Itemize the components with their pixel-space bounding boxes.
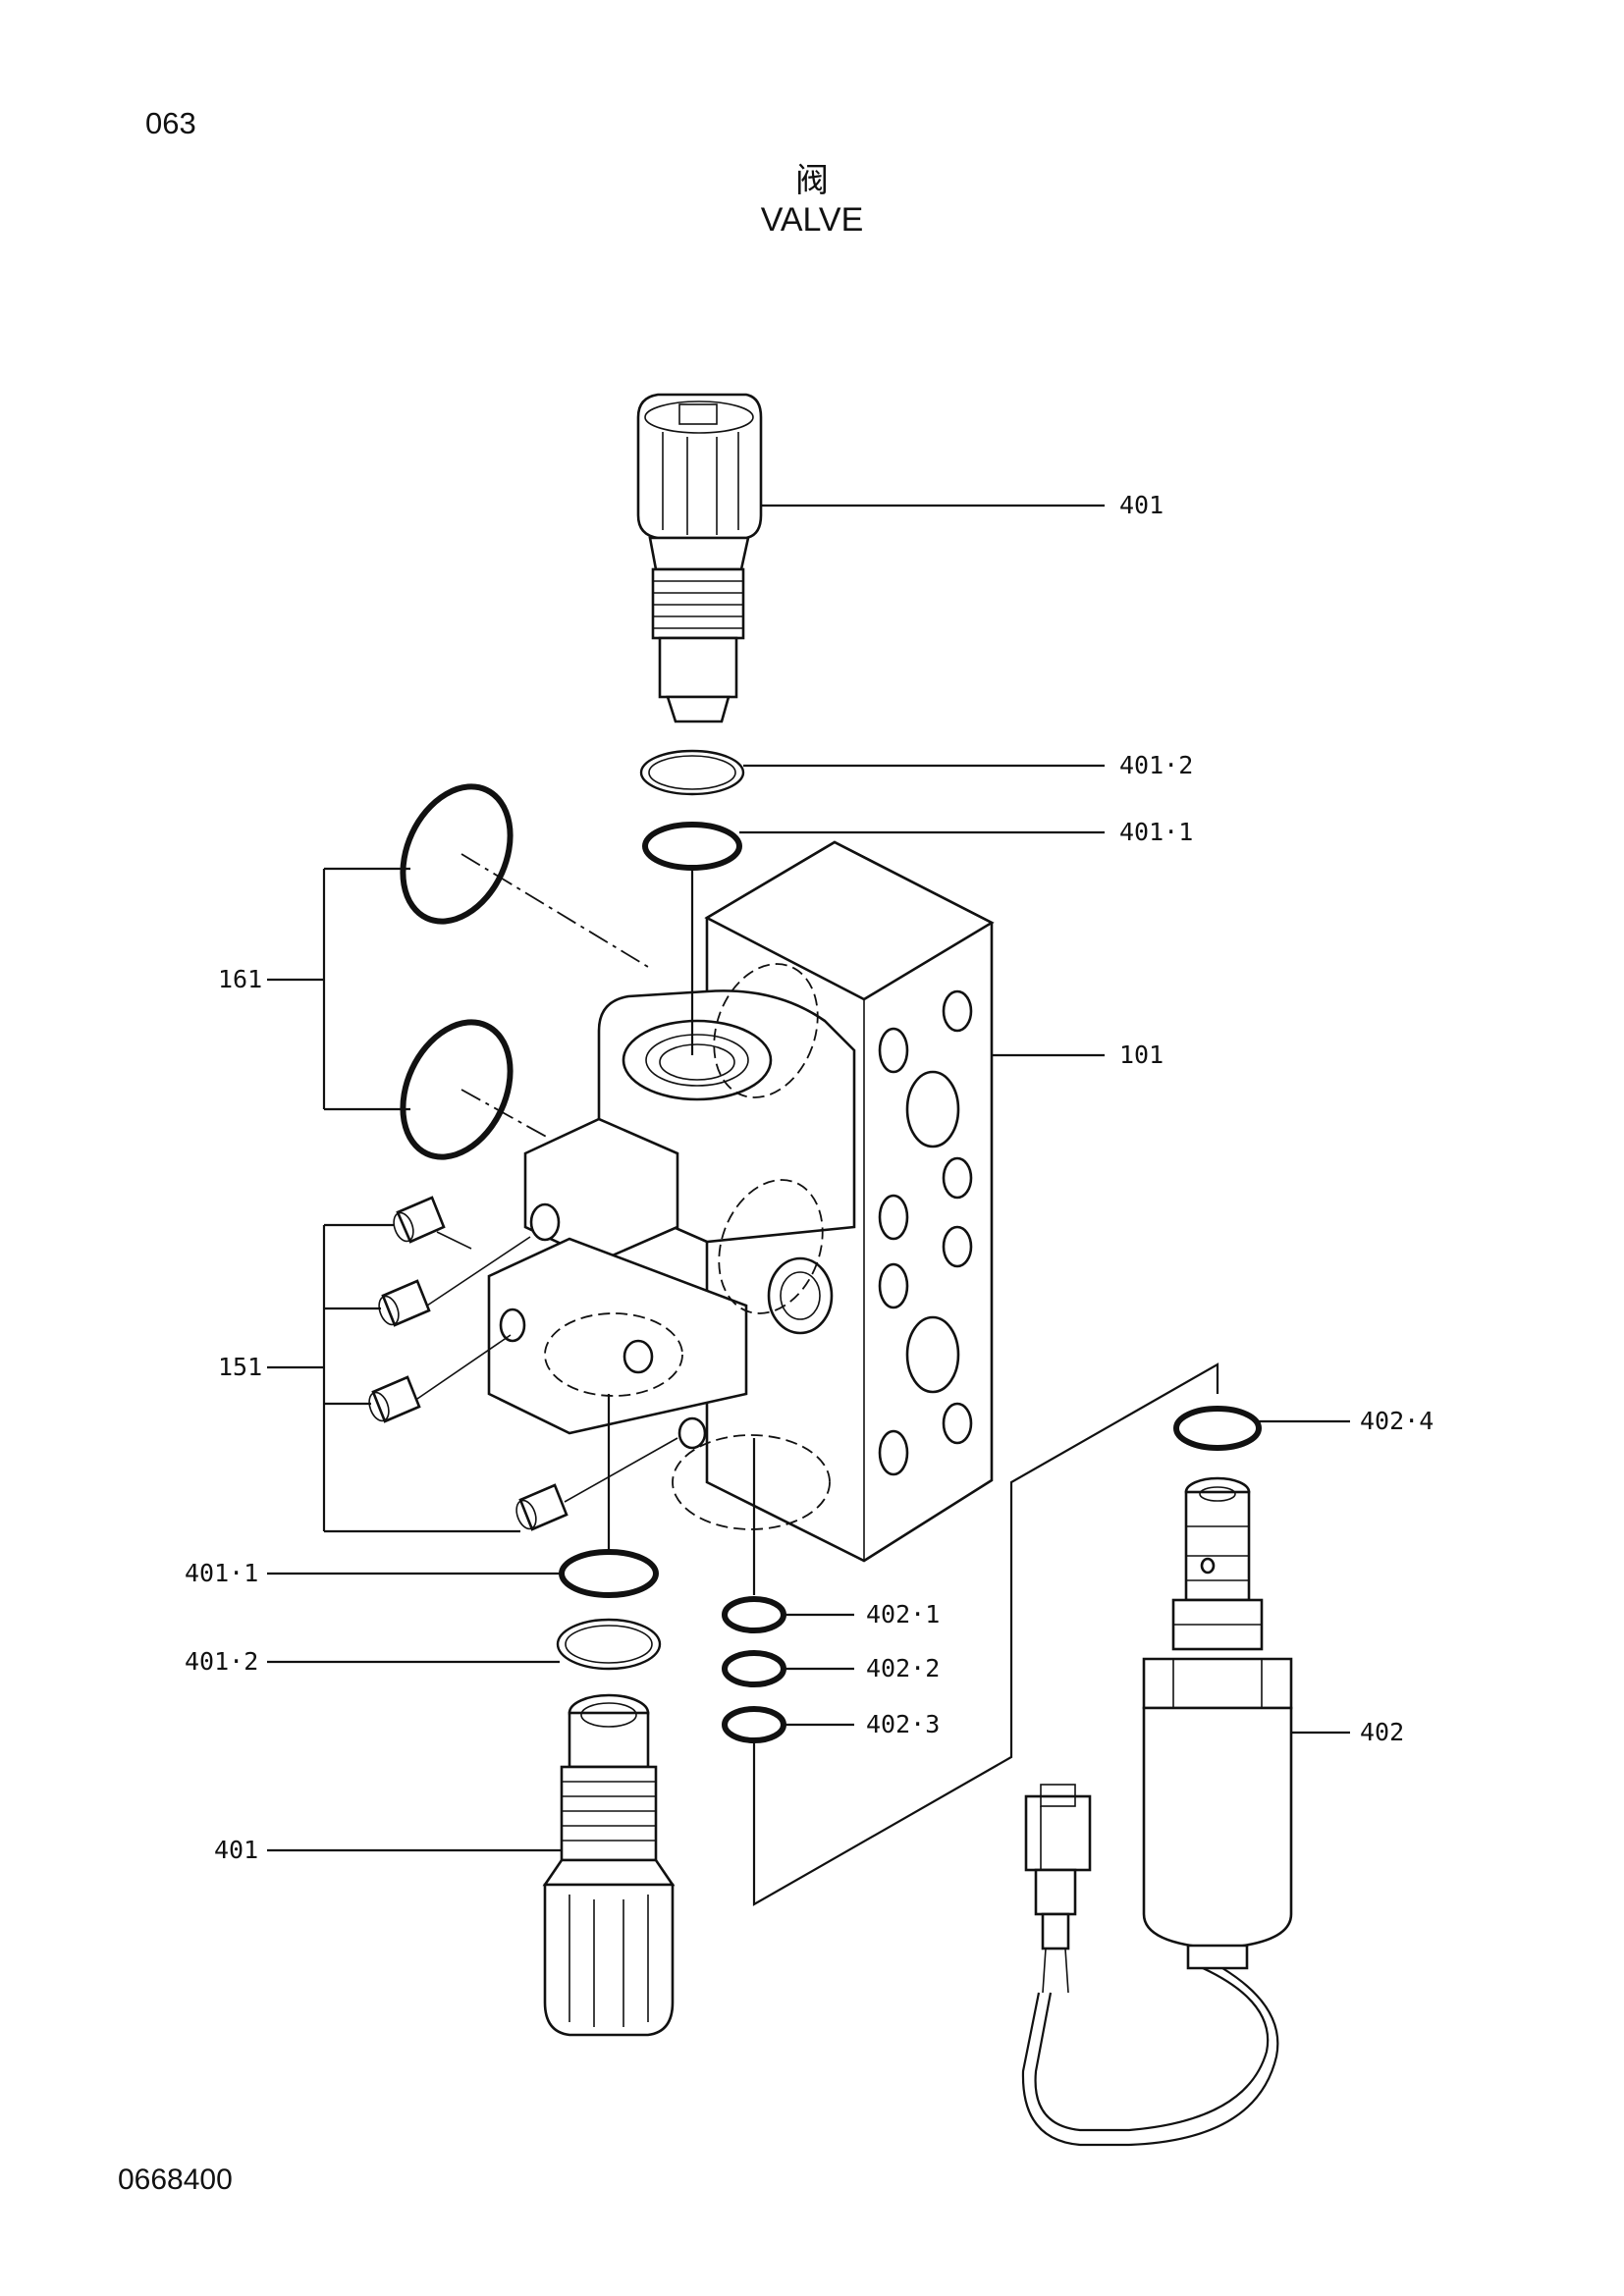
callout-101: 101: [1119, 1041, 1164, 1069]
o-ring-402-3: [722, 1706, 786, 1743]
callout-402-3: 402·3: [866, 1710, 940, 1738]
plug-151-c: [368, 1375, 421, 1423]
o-ring-402-2: [722, 1650, 786, 1687]
callout-402: 402: [1360, 1718, 1404, 1746]
leader-lines: [267, 504, 1350, 1852]
o-ring-161-upper: [400, 783, 514, 925]
callout-401-1-bottom: 401·1: [185, 1559, 258, 1587]
plug-151-a: [393, 1196, 446, 1244]
callout-402-4: 402·4: [1360, 1407, 1434, 1435]
o-ring-401-1-bottom: [559, 1549, 659, 1598]
diagram-title: VALVE: [760, 201, 864, 239]
o-ring-402-1: [722, 1596, 786, 1633]
plug-151-d: [515, 1483, 568, 1531]
o-ring-161-lower: [400, 1019, 514, 1160]
page-number: 063: [145, 106, 196, 140]
relief-valve-bottom: [542, 1693, 676, 2037]
callout-401-1-top: 401·1: [1119, 818, 1193, 846]
o-ring-402-4: [1173, 1406, 1262, 1451]
callout-401-2-bottom: 401·2: [185, 1647, 258, 1676]
o-ring-401-1-top: [642, 822, 742, 871]
plug-151-b: [378, 1279, 431, 1327]
callout-401-top: 401: [1119, 491, 1164, 519]
diagram-title-chinese: 阀: [795, 161, 829, 200]
callout-401-bottom: 401: [214, 1836, 258, 1864]
relief-valve-top: [636, 393, 763, 723]
backup-ring-401-2-top: [639, 749, 745, 796]
drawing-code: 0668400: [118, 2163, 233, 2196]
callout-402-2: 402·2: [866, 1654, 940, 1682]
solenoid-valve: [1021, 1476, 1293, 2147]
backup-ring-401-2-bottom: [556, 1618, 662, 1671]
callout-402-1: 402·1: [866, 1600, 940, 1629]
callout-401-2-top: 401·2: [1119, 751, 1193, 779]
valve-block: [487, 840, 995, 1563]
callout-151: 151: [218, 1353, 262, 1381]
callout-161: 161: [218, 965, 262, 993]
